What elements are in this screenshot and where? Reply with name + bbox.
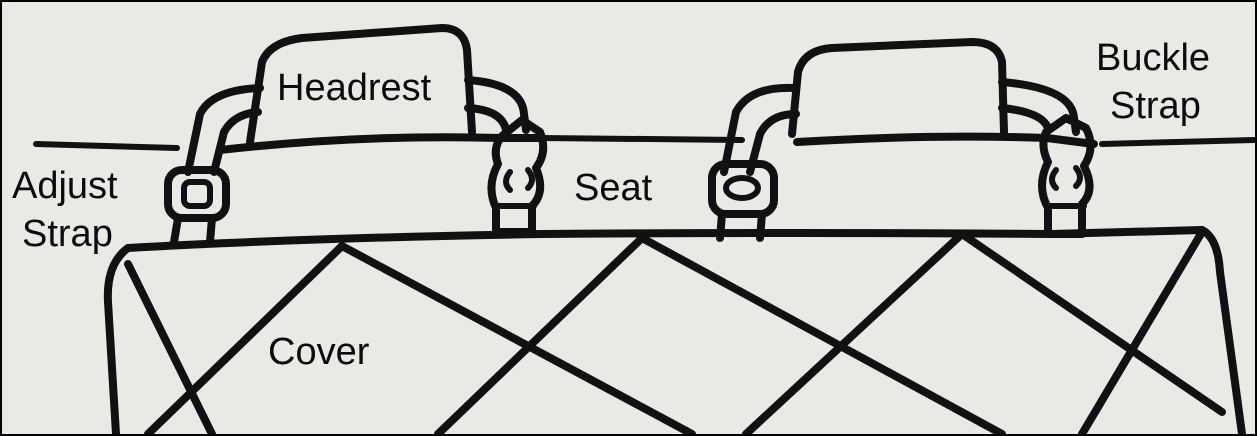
label-headrest: Headrest xyxy=(277,67,432,109)
cover-stitch-3 xyxy=(338,242,696,434)
headrest-left-post-b xyxy=(210,108,262,176)
back-edge-line xyxy=(33,135,1255,151)
headrest-left-post-d xyxy=(464,104,510,134)
buckle-clip-right-detail xyxy=(1047,165,1087,209)
label-buckle-strap-line1: Buckle xyxy=(1096,37,1211,79)
cover-stitch-7 xyxy=(958,230,1226,416)
buckle-clip-left-detail xyxy=(495,167,537,209)
cover-stitch-4 xyxy=(434,234,646,434)
headrest-right-post-c xyxy=(998,78,1080,136)
label-cover: Cover xyxy=(268,331,370,373)
headrest-right-post-a xyxy=(720,83,798,176)
cover-stitch-1 xyxy=(124,260,216,434)
adjust-buckle-right-slot xyxy=(723,175,761,201)
headrest-right xyxy=(788,38,1008,138)
cover-stitch-6 xyxy=(742,230,966,434)
headrest-left-post-a xyxy=(184,84,264,176)
seat-front-edge xyxy=(124,226,1206,252)
label-adjust-strap-line2: Strap xyxy=(22,213,113,255)
headrest-right-post-d xyxy=(998,104,1052,132)
label-adjust-strap-line1: Adjust xyxy=(12,165,118,207)
headrest-left-post-c xyxy=(464,76,530,134)
label-buckle-strap-line2: Strap xyxy=(1110,85,1201,127)
adjust-buckle-left xyxy=(164,166,230,222)
adjust-buckle-right xyxy=(708,160,778,218)
headrest-left xyxy=(246,24,476,146)
cover-stitch-8 xyxy=(1078,228,1206,434)
headrest-right-post-b xyxy=(746,110,800,176)
cover-stitch-2 xyxy=(144,242,346,434)
seat-back-outline xyxy=(216,132,1098,154)
adjust-buckle-left-slot xyxy=(181,179,213,209)
label-seat: Seat xyxy=(574,167,653,209)
buckle-clip-right xyxy=(1038,114,1095,238)
buckle-clip-left xyxy=(487,116,548,236)
adjust-strap-left xyxy=(170,214,216,246)
cover-stitch-5 xyxy=(638,234,1006,434)
